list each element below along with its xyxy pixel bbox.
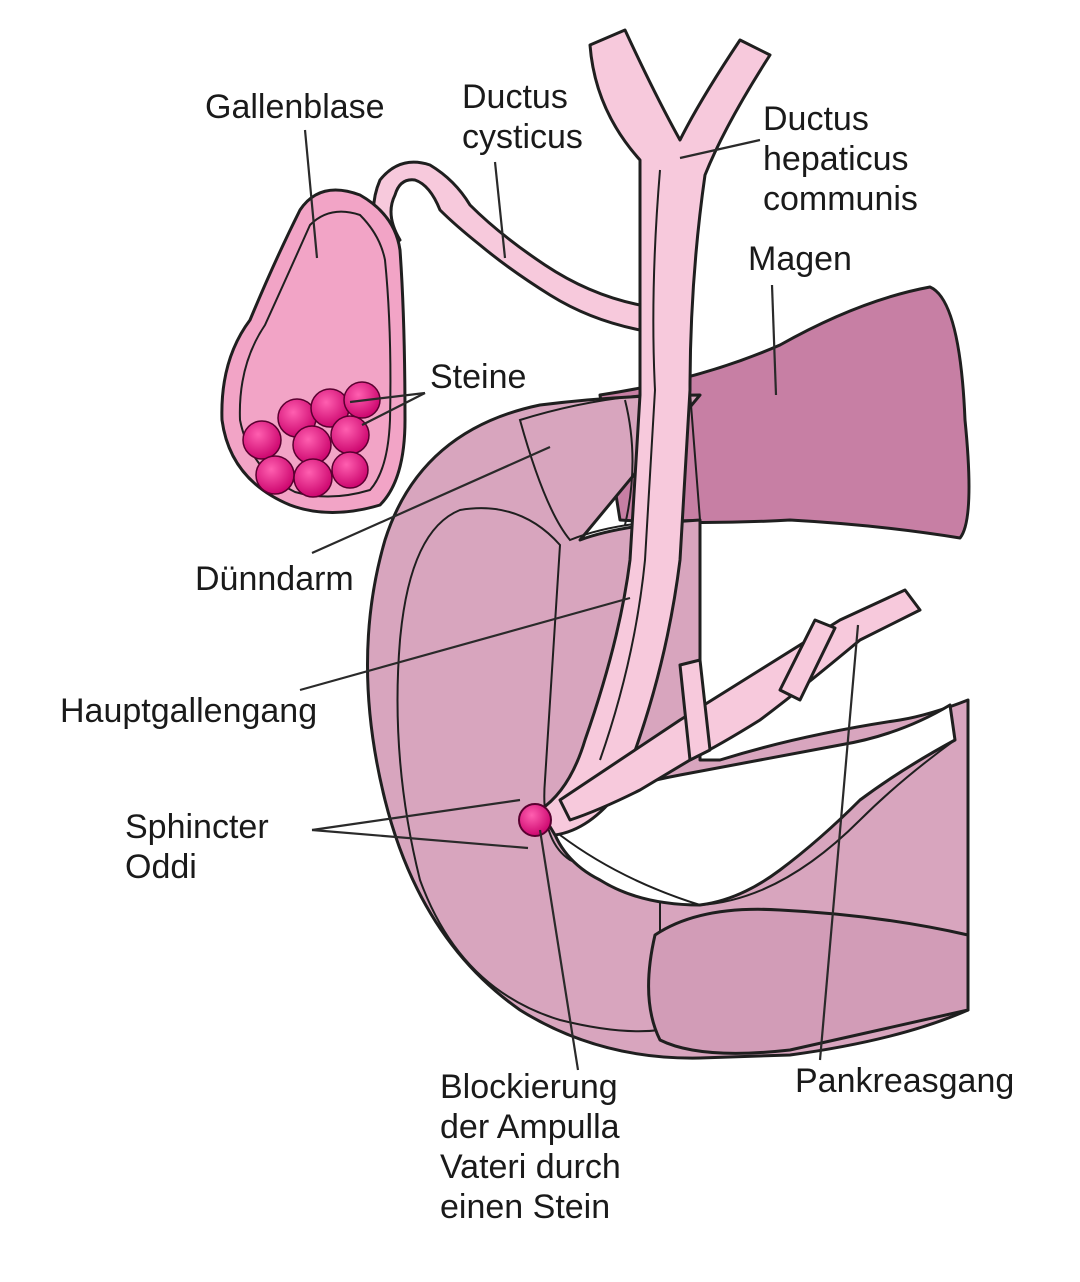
pancreatic-branch-2 <box>678 658 712 762</box>
label-sphincter: Sphincter Oddi <box>125 808 278 886</box>
label-common-hepatic-duct-line-1: Ductus <box>763 100 869 138</box>
label-stones: Steine <box>430 358 526 396</box>
label-gallbladder: Gallenblase <box>205 88 385 126</box>
label-pancreatic-duct: Pankreasgang <box>795 1062 1014 1100</box>
label-blockage-line-2: der Ampulla <box>440 1108 620 1146</box>
label-stomach: Magen <box>748 240 852 278</box>
bile-duct-inner <box>599 169 661 761</box>
label-common-hepatic-duct-line-2: hepaticus <box>763 140 909 178</box>
leader-lines <box>299 129 860 1071</box>
pylorus-line <box>624 399 634 526</box>
pancreatic-branch-1 <box>778 618 837 702</box>
cystic-duct <box>372 160 642 332</box>
label-cystic-duct-line-2: cysticus <box>462 118 583 156</box>
pancreas-region <box>548 703 957 907</box>
gallstones <box>242 381 381 498</box>
label-blockage-line-1: Blockierung <box>440 1068 618 1106</box>
pancreatic-duct <box>558 588 922 822</box>
label-sphincter-line-1: Sphincter <box>125 808 269 846</box>
label-cystic-duct: Ductus cysticus <box>462 78 583 156</box>
label-common-bile-duct: Hauptgallengang <box>60 692 317 730</box>
stomach <box>598 285 971 540</box>
ampulla-stone <box>518 803 552 837</box>
label-common-hepatic-duct: Ductus hepaticus communis <box>763 100 918 218</box>
gallbladder-lumen <box>238 210 392 498</box>
label-blockage-line-4: einen Stein <box>440 1188 610 1226</box>
pancreas-edge <box>559 739 956 907</box>
label-small-intestine: Dünndarm <box>195 560 354 598</box>
label-sphincter-line-2: Oddi <box>125 848 197 886</box>
common-bile-duct <box>538 28 772 837</box>
label-blockage: Blockierung der Ampulla Vateri durch ein… <box>440 1068 630 1226</box>
label-common-hepatic-duct-line-3: communis <box>763 180 918 218</box>
intestine-cross-section <box>647 907 970 1055</box>
label-cystic-duct-line-1: Ductus <box>462 78 568 116</box>
label-blockage-line-3: Vateri durch <box>440 1148 621 1186</box>
